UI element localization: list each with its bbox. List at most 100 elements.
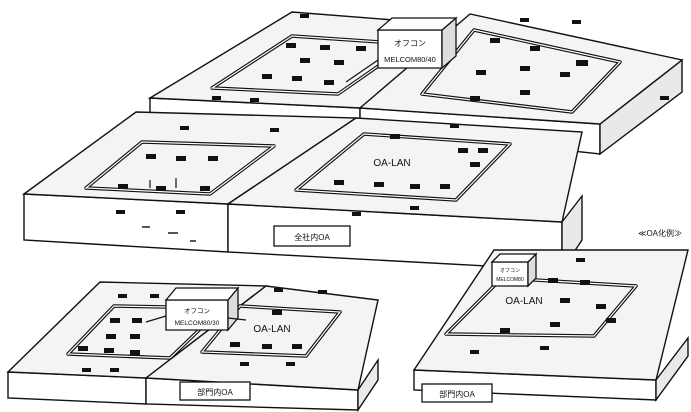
plate-label-left: 部門内OA (197, 387, 233, 397)
terminal (520, 90, 530, 95)
lan-label-upper: OA-LAN (373, 158, 410, 169)
terminal (156, 186, 166, 191)
terminal (606, 318, 616, 323)
lan-label-right: OA-LAN (505, 296, 542, 307)
terminal (208, 156, 218, 161)
computer-label: オフコン (500, 268, 520, 274)
terminal (106, 334, 116, 339)
computer-model: MELCOM80/30 (175, 320, 220, 327)
terminal (318, 290, 327, 294)
floor-slab-bottom-middle: OA-LAN 部門内OA (144, 285, 379, 412)
computer-melcom-80-30: オフコン MELCOM80/30 (164, 286, 240, 332)
terminal (334, 180, 344, 185)
terminal (576, 258, 585, 262)
terminal (274, 288, 283, 292)
terminal (118, 184, 128, 189)
plate-label-right: 部門内OA (439, 389, 475, 399)
terminal (476, 70, 486, 75)
terminals-mid-right (334, 124, 488, 216)
legend-oa-example: ≪OA化例≫ (638, 228, 682, 238)
terminal (292, 344, 302, 349)
terminal (250, 98, 259, 102)
terminal (470, 350, 479, 354)
terminals-mid-left (116, 126, 279, 214)
terminal (118, 294, 127, 298)
terminal (262, 344, 272, 349)
computer-label: オフコン (394, 39, 426, 48)
floor-slab-bottom-right: OA-LAN 部門内OA (412, 249, 689, 403)
terminal (520, 66, 530, 71)
lan-loop-bottom-middle (200, 304, 342, 358)
label-plate-left (179, 381, 251, 401)
terminal (540, 346, 549, 350)
terminal (212, 96, 221, 100)
terminals-bottom-middle (230, 288, 327, 366)
label-plate-right (421, 383, 493, 403)
lan-loop-bottom-right (444, 276, 638, 338)
terminal (176, 210, 185, 214)
terminal (146, 154, 156, 159)
terminal (560, 298, 570, 303)
terminal (132, 318, 142, 323)
terminal (286, 362, 295, 366)
terminal (572, 20, 581, 24)
lan-loop-back-left (210, 34, 412, 96)
lan-label-left: OA-LAN (253, 324, 290, 335)
terminal (440, 184, 450, 189)
terminal (548, 278, 558, 283)
terminals-back-right (470, 18, 669, 101)
terminal (130, 350, 140, 355)
label-plate-upper (273, 225, 351, 247)
terminal (660, 96, 669, 100)
terminal (320, 45, 330, 50)
terminals-bottom-right (470, 258, 616, 354)
terminal (470, 162, 480, 167)
terminal (116, 210, 125, 214)
terminal (262, 74, 272, 79)
terminal (130, 334, 140, 339)
computer-melcom-80: オフコン MELCOM80 (490, 252, 538, 288)
lan-loop-mid-right (294, 132, 512, 202)
terminal (478, 148, 488, 153)
terminal (374, 182, 384, 187)
terminal (286, 43, 296, 48)
terminal (176, 156, 186, 161)
terminal (300, 58, 310, 63)
terminal (200, 186, 210, 191)
plate-label-upper: 全社内OA (294, 232, 330, 242)
computer-label: オフコン (184, 307, 210, 315)
terminal (356, 46, 366, 51)
terminal (334, 60, 344, 65)
computer-model: MELCOM80 (496, 277, 524, 283)
lan-loop-back-right (420, 28, 622, 114)
terminal (352, 212, 361, 216)
terminal (458, 148, 468, 153)
terminals-bottom-left (78, 294, 159, 372)
terminal (560, 72, 570, 77)
terminal (470, 96, 480, 101)
terminal (550, 322, 560, 327)
terminal (324, 80, 334, 85)
computer-melcom-80-40: オフコン MELCOM80/40 (376, 16, 458, 70)
terminal (450, 124, 459, 128)
terminal (576, 60, 588, 66)
terminal (150, 294, 159, 298)
terminal (240, 362, 249, 366)
terminal (390, 134, 400, 139)
terminal (272, 310, 282, 315)
computer-model: MELCOM80/40 (384, 55, 436, 64)
terminal (180, 126, 189, 130)
computer-link-line (345, 59, 379, 83)
terminal (530, 46, 540, 51)
terminal (500, 328, 510, 333)
lan-loop-mid-left (84, 140, 276, 196)
terminal (596, 304, 606, 309)
computer-link-line (227, 317, 247, 321)
terminals-back-left (212, 14, 366, 102)
floor-slab-mid-left (21, 111, 359, 253)
terminal (300, 14, 309, 18)
computer-link-line (145, 315, 167, 323)
terminal (292, 76, 302, 81)
terminal (490, 38, 500, 43)
